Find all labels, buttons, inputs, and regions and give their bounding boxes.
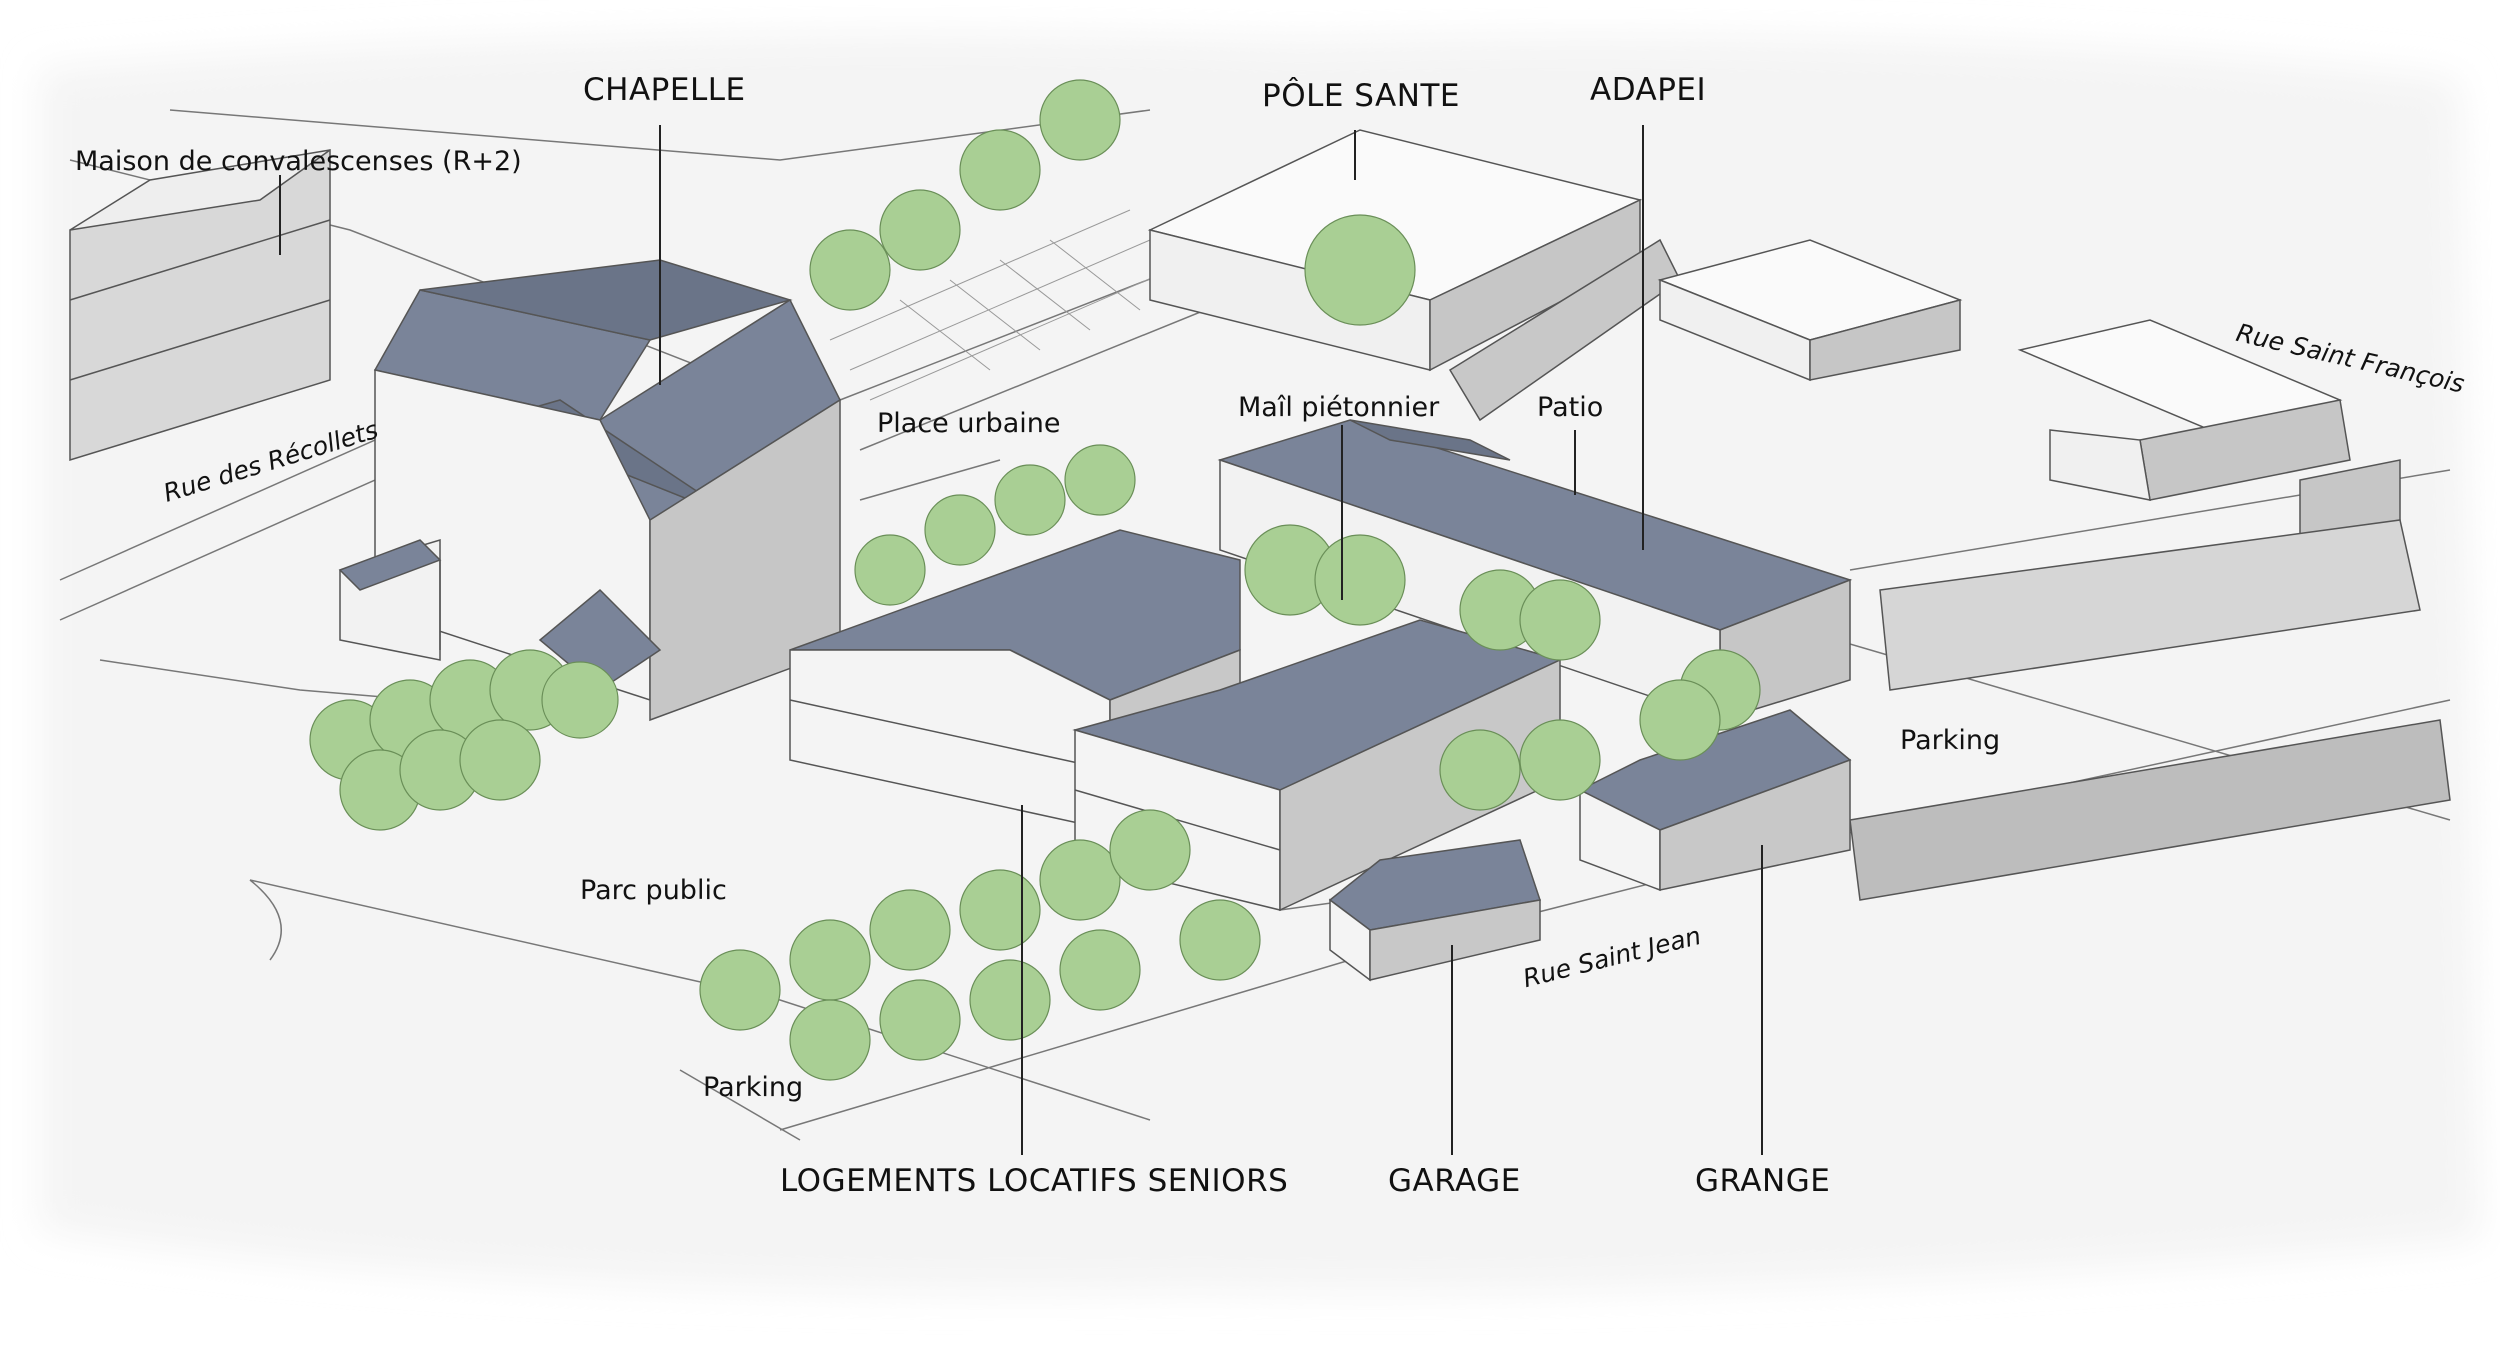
label-pole-sante: PÔLE SANTE <box>1262 78 1460 114</box>
label-logements: LOGEMENTS LOCATIFS SENIORS <box>780 1163 1289 1199</box>
maison-convalescence-building <box>69 148 331 462</box>
label-maison-convalescence: Maison de convalescenses (R+2) <box>75 146 522 177</box>
plaza-paving <box>829 209 1171 401</box>
label-chapelle: CHAPELLE <box>583 72 746 108</box>
label-grange: GRANGE <box>1695 1163 1831 1199</box>
label-mail-pietonnier: Maîl piétonnier <box>1238 392 1440 423</box>
label-parc-public: Parc public <box>580 875 727 906</box>
label-adapei: ADAPEI <box>1590 72 1707 108</box>
label-parking-left: Parking <box>703 1072 804 1103</box>
label-place-urbaine: Place urbaine <box>877 408 1061 439</box>
garage-building <box>1328 839 1541 982</box>
label-patio: Patio <box>1537 392 1604 423</box>
far-right-buildings <box>1657 239 2451 901</box>
leader-lines <box>279 125 1763 1155</box>
chapelle-building <box>338 259 841 722</box>
label-garage: GARAGE <box>1388 1163 1521 1199</box>
label-parking-right: Parking <box>1900 725 2001 756</box>
trees <box>309 79 1761 1081</box>
pole-sante-building <box>1147 129 1643 372</box>
grange-building <box>1578 709 1852 892</box>
